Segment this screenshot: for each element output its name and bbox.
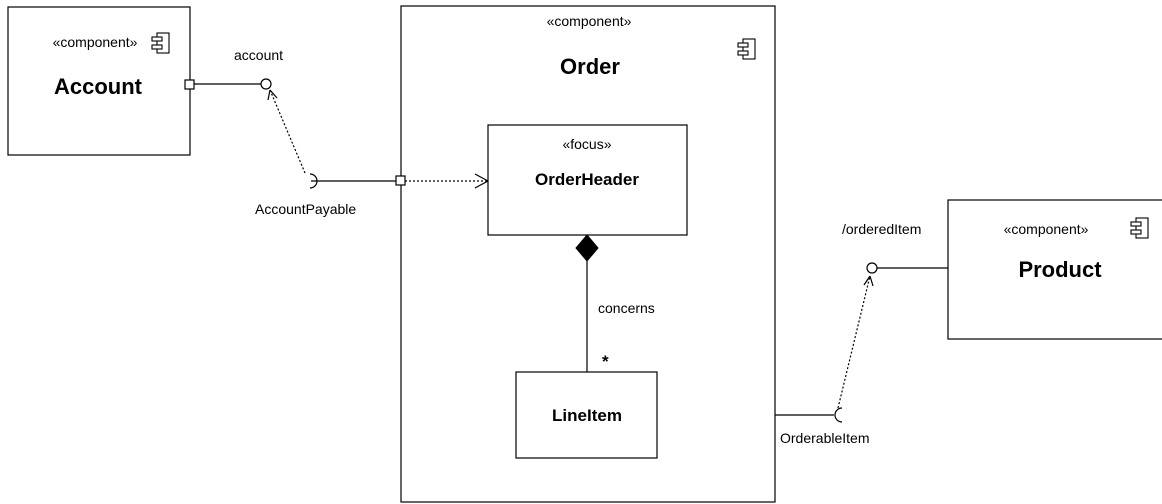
product-component[interactable]: «component» Product	[947, 199, 1162, 340]
order-header-stereotype: «focus»	[562, 136, 611, 152]
account-component-box	[7, 6, 191, 156]
product-component-box	[947, 199, 1162, 340]
account-dependency-line	[269, 89, 306, 174]
order-name: Order	[560, 54, 620, 79]
order-port[interactable]	[395, 175, 406, 186]
component-icon	[151, 32, 170, 54]
account-provided-label: account	[234, 47, 283, 63]
line-item-name: LineItem	[552, 406, 622, 425]
account-component[interactable]: «component» Account	[7, 6, 191, 156]
association-role-label: concerns	[598, 300, 655, 316]
line-item-class[interactable]: LineItem	[515, 371, 658, 459]
product-name: Product	[1018, 257, 1102, 282]
product-dependency-arrowhead	[863, 275, 874, 287]
order-header-name: OrderHeader	[535, 170, 639, 189]
order-header-class[interactable]: «focus» OrderHeader	[487, 124, 688, 236]
order-required-socket[interactable]	[834, 407, 843, 423]
account-dependency-arrowhead	[267, 89, 278, 101]
product-stereotype: «component»	[1004, 221, 1089, 237]
component-icon	[1130, 217, 1149, 239]
order-required-label: OrderableItem	[780, 430, 869, 446]
product-dependency-line	[837, 275, 871, 409]
line-item-box	[515, 371, 658, 459]
account-required-label: AccountPayable	[255, 201, 356, 217]
component-icon	[737, 38, 756, 60]
product-provided-interface[interactable]	[866, 262, 878, 274]
account-stereotype: «component»	[53, 34, 138, 50]
account-port[interactable]	[184, 79, 195, 90]
account-name: Account	[54, 74, 143, 99]
order-stereotype: «component»	[547, 13, 632, 29]
association-multiplicity: *	[602, 352, 609, 371]
account-provided-interface[interactable]	[260, 78, 272, 90]
product-provided-label: /orderedItem	[842, 221, 921, 237]
order-header-box	[487, 124, 688, 236]
